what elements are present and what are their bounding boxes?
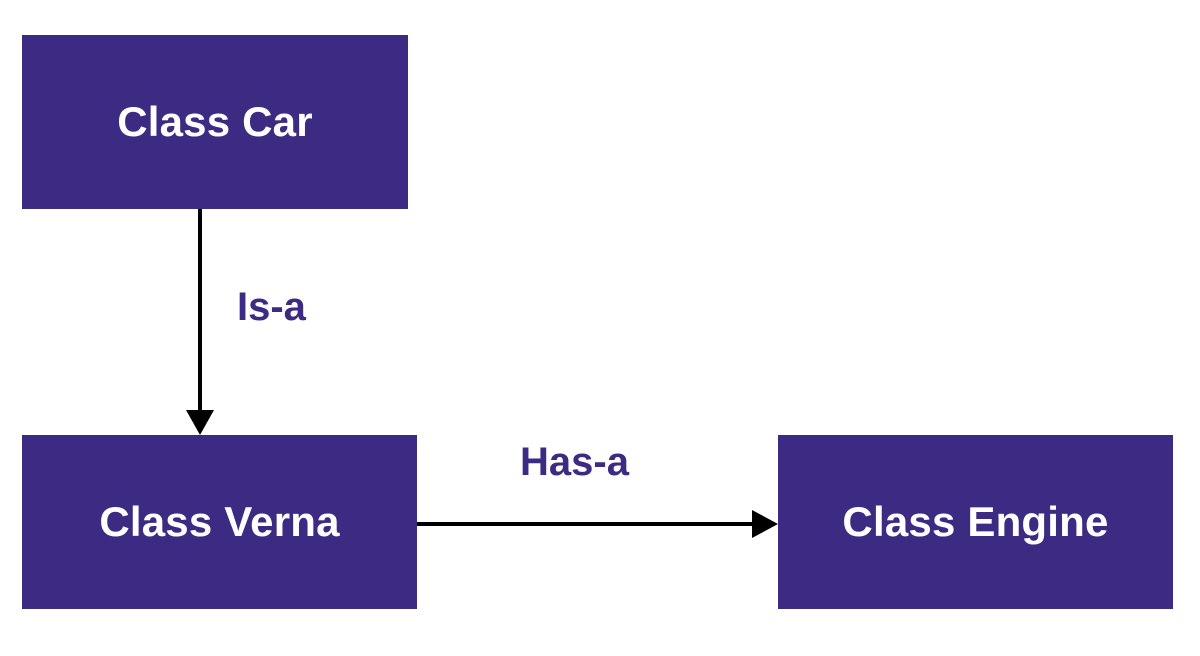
node-class-engine-label: Class Engine (842, 498, 1109, 545)
node-class-engine: Class Engine (778, 435, 1173, 609)
node-class-car-label: Class Car (117, 98, 313, 145)
node-class-verna: Class Verna (22, 435, 417, 609)
edge-label-is-a: Is-a (237, 285, 306, 329)
edge-car-to-verna (186, 209, 214, 435)
edge-label-has-a: Has-a (520, 440, 629, 484)
node-class-verna-label: Class Verna (99, 498, 340, 545)
is-a-arrow-head (186, 410, 214, 435)
has-a-arrow-head (752, 510, 778, 538)
node-class-car: Class Car (22, 35, 408, 209)
edge-verna-to-engine (417, 510, 778, 538)
